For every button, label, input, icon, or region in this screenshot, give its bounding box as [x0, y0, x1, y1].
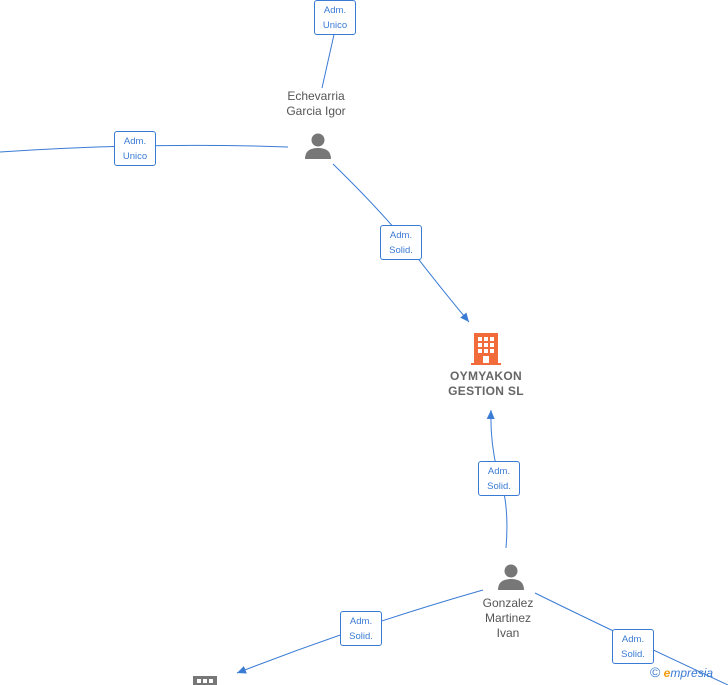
edge-top — [321, 29, 336, 89]
person-name-line1: Gonzalez — [482, 596, 534, 610]
role-badge-top[interactable]: Adm. Unico — [314, 0, 356, 35]
copyright-watermark: © empresia — [650, 664, 713, 684]
brand-name: mpresia — [670, 666, 714, 680]
company-name-oymyakon[interactable]: OYMYAKON GESTION SL — [436, 369, 536, 399]
person-name-line2: Martinez — [484, 611, 531, 625]
role-line1: Adm. — [323, 5, 347, 16]
role-line2: Solid. — [389, 245, 413, 256]
role-badge-left[interactable]: Adm. Unico — [114, 131, 156, 166]
building-icon[interactable] — [193, 676, 217, 685]
copyright-symbol: © — [650, 664, 661, 680]
role-line1: Adm. — [487, 466, 511, 477]
person-icon[interactable] — [303, 131, 333, 161]
role-badge-gonzalez-main[interactable]: Adm. Solid. — [478, 461, 520, 496]
brand-e: e — [663, 666, 671, 680]
company-name-line1: OYMYAKON — [450, 369, 522, 383]
role-badge-echevarria-main[interactable]: Adm. Solid. — [380, 225, 422, 260]
role-line2: Unico — [122, 151, 148, 162]
role-line1: Adm. — [123, 136, 147, 147]
person-name-echevarria[interactable]: Echevarria Garcia Igor — [276, 89, 356, 119]
role-line2: Solid. — [349, 631, 373, 642]
person-name-line2: Garcia Igor — [286, 104, 346, 118]
role-line2: Solid. — [487, 481, 511, 492]
role-badge-gonzalez-right[interactable]: Adm. Solid. — [612, 629, 654, 664]
role-line1: Adm. — [621, 634, 645, 645]
company-name-line2: GESTION SL — [448, 384, 524, 398]
role-line1: Adm. — [349, 616, 373, 627]
person-icon[interactable] — [496, 562, 526, 592]
role-line2: Unico — [322, 20, 348, 31]
role-line2: Solid. — [621, 649, 645, 660]
person-name-line1: Echevarria — [287, 89, 345, 103]
building-icon[interactable] — [471, 331, 501, 365]
person-name-gonzalez[interactable]: Gonzalez Martinez Ivan — [468, 596, 548, 641]
role-badge-gonzalez-partial[interactable]: Adm. Solid. — [340, 611, 382, 646]
role-line1: Adm. — [389, 230, 413, 241]
person-name-line3: Ivan — [496, 626, 520, 640]
